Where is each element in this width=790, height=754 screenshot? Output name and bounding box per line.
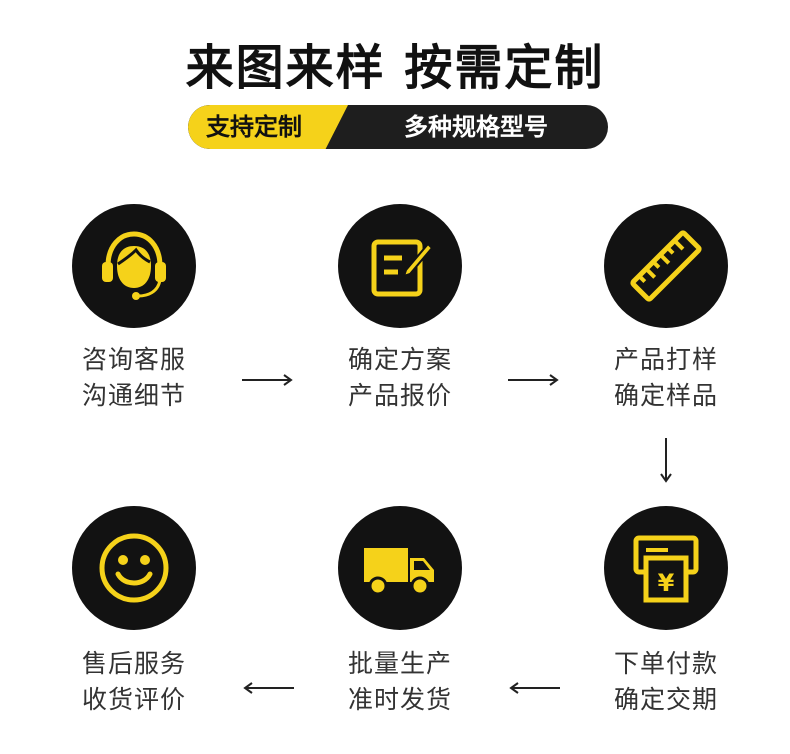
step-3-line2: 确定样品	[613, 381, 718, 410]
step-1-label: 咨询客服 沟通细节	[44, 342, 224, 414]
arrow-right-icon	[242, 374, 293, 386]
step-3-circle	[604, 204, 728, 328]
smiley-icon	[99, 533, 169, 603]
step-4-circle: ¥	[604, 506, 728, 630]
step-6-label: 售后服务 收货评价	[44, 646, 224, 718]
step-3-label: 产品打样 确定样品	[576, 342, 756, 414]
step-5-label: 批量生产 准时发货	[310, 646, 490, 718]
step-6-line1: 售后服务	[81, 649, 186, 678]
truck-icon	[364, 548, 434, 596]
step-6-circle	[72, 506, 196, 630]
headset-icon	[102, 231, 166, 300]
step-1-line1: 咨询客服	[81, 345, 186, 374]
step-5-line2: 准时发货	[347, 685, 452, 714]
tag-pill-left-bg	[188, 105, 348, 149]
payment-terminal-icon: ¥	[633, 535, 699, 603]
step-2-line2: 产品报价	[347, 381, 452, 410]
edit-note-icon	[371, 239, 434, 297]
page-title: 来图来样 按需定制	[185, 40, 605, 96]
arrow-left-icon	[509, 682, 560, 694]
step-5-line1: 批量生产	[347, 649, 452, 678]
step-4-label: 下单付款 确定交期	[576, 646, 756, 718]
step-4-line1: 下单付款	[613, 649, 718, 678]
step-1-circle	[72, 204, 196, 328]
arrow-right-icon	[508, 374, 559, 386]
tag-specs-label: 多种规格型号	[404, 113, 548, 141]
tag-custom-label: 支持定制	[206, 113, 302, 141]
step-3-line1: 产品打样	[613, 345, 718, 374]
step-6-line2: 收货评价	[81, 685, 186, 714]
step-2-label: 确定方案 产品报价	[310, 342, 490, 414]
arrow-down-icon	[660, 438, 672, 483]
tag-pill: 支持定制 多种规格型号	[188, 105, 608, 149]
step-4-line2: 确定交期	[613, 685, 718, 714]
step-2-line1: 确定方案	[347, 345, 452, 374]
arrow-left-icon	[243, 682, 294, 694]
svg-text:¥: ¥	[658, 569, 675, 597]
step-1-line2: 沟通细节	[81, 381, 186, 410]
step-5-circle	[338, 506, 462, 630]
ruler-icon	[630, 230, 702, 302]
step-2-circle	[338, 204, 462, 328]
